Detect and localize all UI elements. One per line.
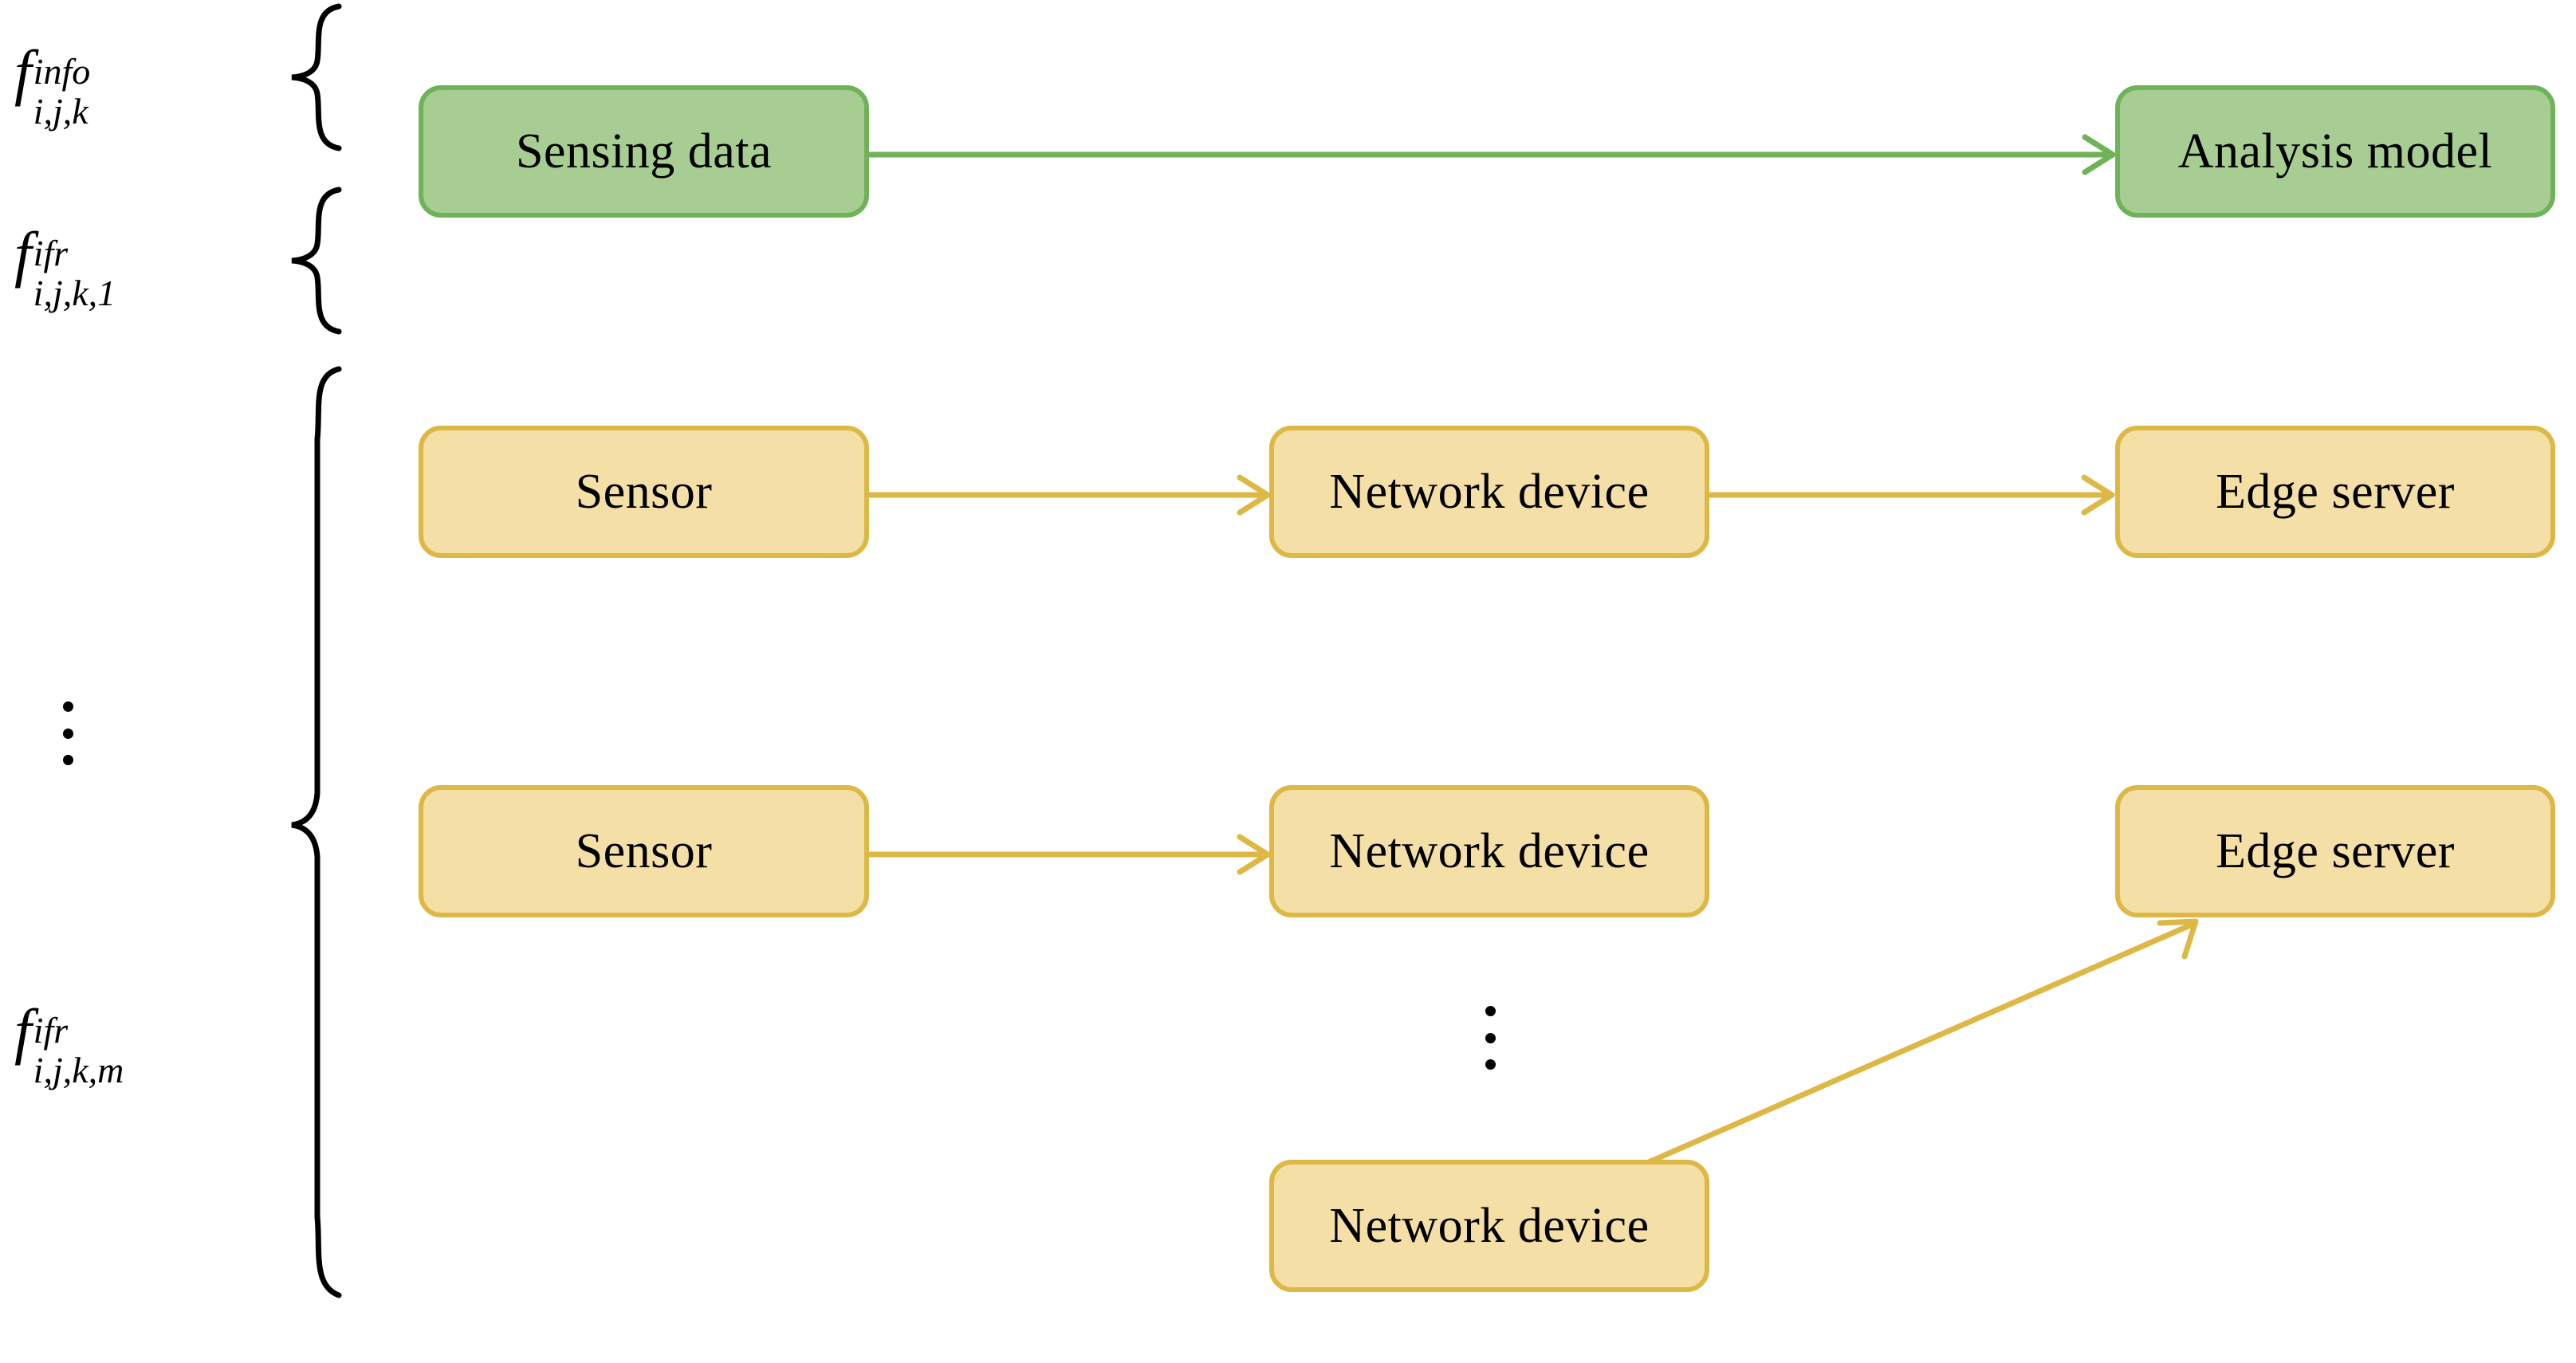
edge-network-device-m-n-to-edge-server-m (1647, 918, 2199, 1165)
group-label-ifr-1-superscript: ifr (33, 233, 69, 274)
node-sensor-1-label: Sensor (575, 465, 713, 519)
group-brace-ifr-1 (291, 187, 342, 335)
node-network-device-m-n-label: Network device (1329, 1199, 1650, 1253)
node-analysis-model[interactable]: Analysis model (2115, 85, 2555, 218)
group-brace-info (291, 3, 342, 151)
group-label-ifr-m-subscript: i,j,k,m (33, 1050, 124, 1091)
node-sensor-1[interactable]: Sensor (419, 426, 869, 558)
node-network-device-1-label: Network device (1329, 465, 1650, 519)
node-network-device-1[interactable]: Network device (1269, 426, 1709, 558)
node-sensor-m[interactable]: Sensor (419, 785, 869, 917)
edge-sensor-1-to-network-device-1 (869, 474, 1271, 516)
edge-network-device-1-to-edge-server-1 (1709, 474, 2115, 516)
node-sensing-data-label: Sensing data (515, 124, 773, 179)
node-sensor-m-label: Sensor (575, 824, 713, 878)
chain-ellipsis-mid (1485, 1006, 1496, 1070)
node-edge-server-m[interactable]: Edge server (2115, 785, 2555, 917)
edge-sensing-data-to-analysis-model (869, 134, 2116, 175)
node-edge-server-1[interactable]: Edge server (2115, 426, 2555, 558)
group-brace-ifr-m (291, 366, 342, 1298)
node-network-device-m-1-label: Network device (1329, 824, 1650, 878)
group-label-ifr-1-subscript: i,j,k,1 (33, 273, 116, 314)
group-label-info-base: f (14, 37, 32, 107)
ellipsis-dot (1485, 1032, 1496, 1043)
group-label-ifr-1-base: f (14, 219, 32, 289)
node-network-device-m-n[interactable]: Network device (1269, 1160, 1709, 1292)
edge-sensor-m-to-network-device-m-1 (869, 834, 1271, 875)
group-label-ifr-m-superscript: ifr (33, 1010, 69, 1051)
ellipsis-dot (1485, 1059, 1496, 1070)
ellipsis-dot (1485, 1006, 1496, 1016)
group-label-ifr-m-base: f (14, 996, 32, 1066)
node-analysis-model-label: Analysis model (2177, 124, 2493, 179)
node-network-device-m-1[interactable]: Network device (1269, 785, 1709, 917)
group-label-info-superscript: info (33, 51, 91, 92)
node-edge-server-1-label: Edge server (2216, 465, 2455, 519)
ellipsis-dot (62, 755, 73, 765)
row-ellipsis-left (62, 701, 73, 765)
ellipsis-dot (62, 701, 73, 712)
group-label-info-subscript: i,j,k (33, 91, 88, 132)
node-sensing-data[interactable]: Sensing data (419, 85, 869, 218)
node-edge-server-m-label: Edge server (2216, 824, 2455, 878)
ellipsis-dot (62, 728, 73, 739)
